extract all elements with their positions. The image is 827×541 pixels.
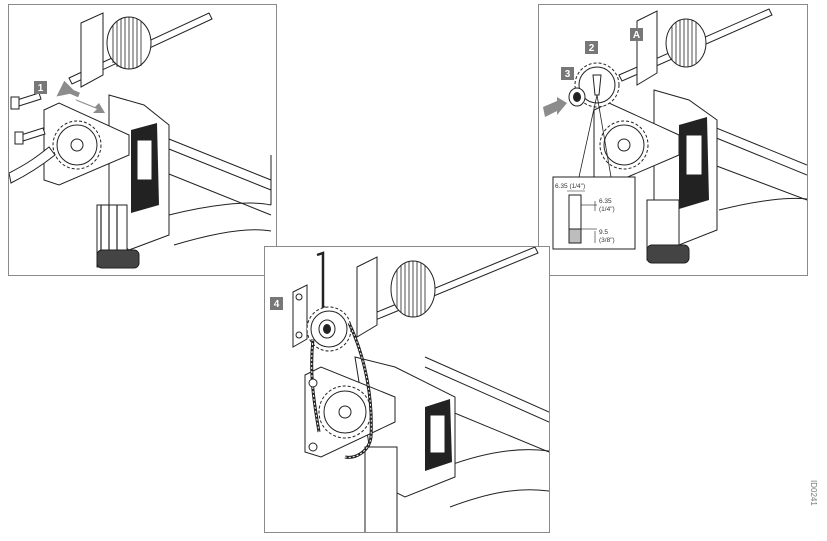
drive-sprocket — [306, 306, 352, 352]
step-4-illustration: 4 — [270, 247, 549, 532]
step-1-illustration: 1 — [9, 12, 272, 269]
bottom-height-dimension: 9.5 — [599, 229, 608, 236]
cable-drum — [665, 18, 707, 68]
bottom-height-fraction: (3/8") — [599, 237, 615, 244]
door-rails — [708, 124, 807, 211]
svg-text:3: 3 — [565, 69, 571, 80]
svg-text:A: A — [633, 30, 640, 41]
svg-text:2: 2 — [589, 43, 595, 54]
step-2-3-illustration: 6.35 (1/4") 6.35 (1/4") 9.5 (3/8") 2 3 A — [543, 8, 807, 264]
motor-sprocket — [599, 120, 649, 170]
bolts — [295, 293, 318, 452]
door-rails — [158, 134, 272, 246]
svg-text:1: 1 — [38, 83, 44, 94]
wrench — [9, 146, 56, 184]
mid-height-dimension: 6.35 — [599, 198, 612, 205]
top-bracket — [292, 284, 308, 348]
step-1-panel: 1 — [8, 4, 277, 276]
step-4-panel: 4 — [264, 246, 550, 533]
mounting-plate — [636, 10, 658, 86]
step-a-badge: A — [630, 28, 643, 41]
cable-drum — [390, 260, 436, 318]
mounting-plate — [356, 256, 378, 338]
motor-unit — [96, 94, 170, 269]
set-collar — [568, 87, 586, 107]
door-rails — [424, 356, 549, 508]
step-2-badge: 2 — [585, 41, 598, 54]
motor-unit — [646, 89, 718, 264]
svg-text:4: 4 — [274, 299, 280, 310]
remove-arrows — [56, 80, 105, 113]
step-4-badge: 4 — [270, 297, 283, 310]
mid-height-fraction: (1/4") — [599, 206, 615, 213]
drive-sprocket — [574, 62, 620, 108]
insert-arrow — [543, 97, 567, 117]
mounting-plate — [80, 12, 104, 88]
motor-sprocket — [318, 385, 372, 439]
step-2-3-panel: 6.35 (1/4") 6.35 (1/4") 9.5 (3/8") 2 3 A — [538, 4, 808, 276]
top-width-dimension: 6.35 (1/4") — [555, 183, 585, 190]
hex-key — [316, 251, 330, 311]
step-1-badge: 1 — [34, 81, 47, 94]
key-detail-callout: 6.35 (1/4") 6.35 (1/4") 9.5 (3/8") — [552, 94, 636, 250]
step-3-badge: 3 — [561, 67, 574, 80]
cable-drum — [106, 16, 152, 70]
document-reference: ID0241 — [809, 480, 818, 506]
motor-sprocket — [52, 120, 102, 170]
bolts — [10, 92, 46, 145]
